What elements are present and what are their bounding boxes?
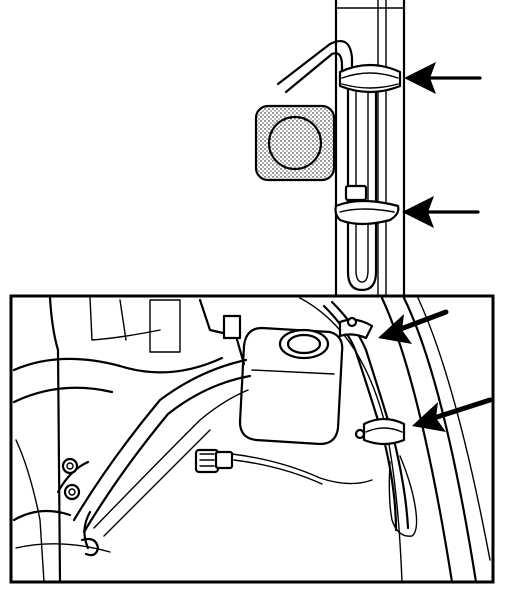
lower-tube-clip [334,184,400,226]
sensor-cable [231,453,373,485]
callout-arrow-upper-hose-clip [378,309,449,344]
vertical-pillar [334,0,406,298]
upper-tube-clip [338,63,402,94]
left-structure [12,296,224,584]
bent-tube [276,40,354,94]
reservoir-tank [238,326,344,446]
long-hoses [56,358,252,550]
bottom-detail-panel [9,294,495,584]
u-tube-loop [346,70,378,292]
hose-fittings [61,457,100,557]
callout-arrow-lower-hose-clip [412,397,493,432]
electrical-connector [194,448,234,474]
lower-hose-clip [354,417,406,446]
callout-arrow-lower-clip [402,196,480,228]
callout-arrow-upper-clip [404,62,482,94]
upper-hose-clip [338,316,374,340]
hatched-bracket [149,298,246,366]
round-grommet-detail [254,104,336,182]
top-detail-panel [254,0,482,298]
